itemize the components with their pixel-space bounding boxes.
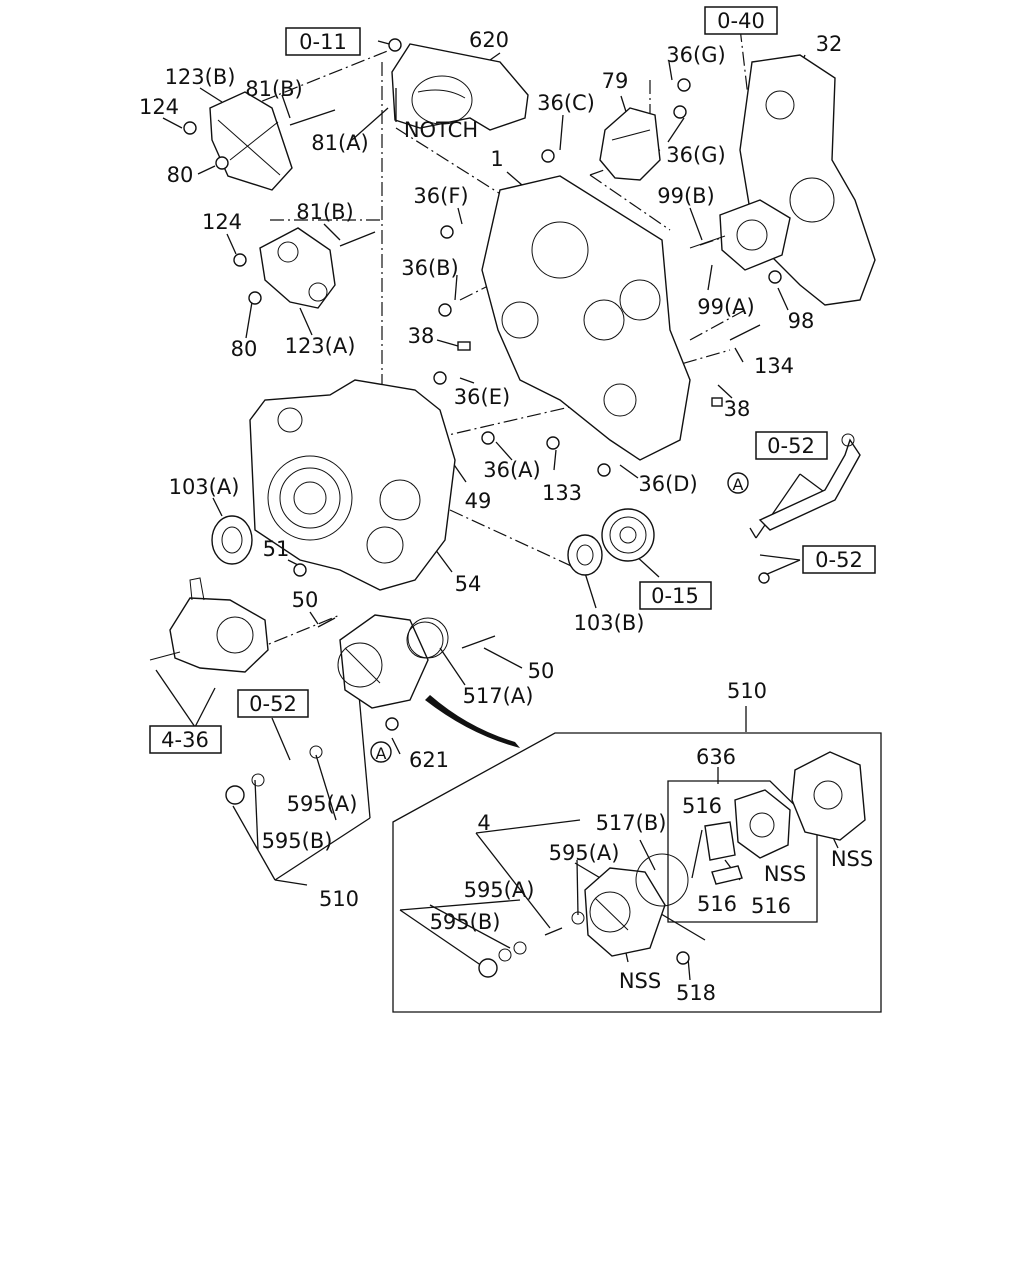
reference-boxes [149, 6, 876, 754]
part-label-134: 134 [754, 354, 794, 378]
oil-seal-103a [211, 515, 253, 565]
part-label-36b: 36(B) [401, 256, 459, 280]
part-label-36g-bottom: 36(G) [666, 143, 725, 167]
marker-a-bottom: A [376, 744, 387, 763]
inset-vanes-516 [704, 821, 743, 885]
marker-a-top: A [733, 475, 744, 494]
part-label-103b: 103(B) [574, 611, 645, 635]
gasket-32 [739, 54, 876, 306]
part-label-81a: 81(A) [311, 131, 368, 155]
ref-0-15-label: 0-15 [651, 584, 699, 608]
part-label-51: 51 [263, 537, 290, 561]
bracket-79 [599, 107, 661, 181]
part-label-36c: 36(C) [537, 91, 595, 115]
markers-a [370, 472, 749, 763]
part-label-518: 518 [676, 981, 716, 1005]
part-label-36f: 36(F) [413, 184, 468, 208]
part-label-79: 79 [602, 69, 629, 93]
part-label-510-bottom: 510 [319, 887, 359, 911]
part-label-32: 32 [816, 32, 843, 56]
ref-0-40-label: 0-40 [717, 9, 765, 33]
part-label-50-left: 50 [292, 588, 319, 612]
part-label-123a: 123(A) [285, 334, 356, 358]
small-fasteners [183, 38, 782, 978]
cover-123a [259, 227, 336, 309]
inset-cover-nss [791, 751, 866, 841]
part-number-labels: 620 32 79 36(G) 36(G) 36(C) 123(B) 81(B)… [139, 28, 873, 1005]
inset-pump-body [584, 853, 689, 957]
inset-boxes [392, 732, 882, 1013]
part-label-620: 620 [469, 28, 509, 52]
reference-box-labels: 0-11 0-40 0-52 0-52 0-15 4-36 0-52 [161, 9, 863, 752]
part-label-38-right: 38 [724, 397, 751, 421]
part-label-81b-top: 81(B) [245, 77, 303, 101]
oil-pump-99 [689, 199, 791, 271]
pipe-0-52 [758, 433, 861, 531]
ref-0-52-top-label: 0-52 [767, 434, 815, 458]
part-label-98: 98 [788, 309, 815, 333]
part-label-516-bottom-right: 516 [751, 894, 791, 918]
o-ring-517a [407, 617, 449, 659]
part-label-50-right: 50 [528, 659, 555, 683]
part-label-636: 636 [696, 745, 736, 769]
part-label-80-mid: 80 [231, 337, 258, 361]
part-label-595b-left: 595(B) [262, 829, 333, 853]
part-label-1: 1 [490, 147, 503, 171]
part-label-80-top: 80 [167, 163, 194, 187]
part-label-36d: 36(D) [638, 472, 697, 496]
gear-0-15 [601, 508, 655, 562]
front-cover-49 [249, 379, 456, 591]
leader-lines [155, 40, 839, 981]
part-label-124-mid: 124 [202, 210, 242, 234]
ref-4-36-label: 4-36 [161, 728, 209, 752]
part-label-99a: 99(A) [697, 295, 754, 319]
callout-wedge [425, 695, 520, 748]
part-label-124-top: 124 [139, 95, 179, 119]
part-label-36a: 36(A) [483, 458, 540, 482]
part-label-4: 4 [477, 811, 490, 835]
power-steering-pump-4-36 [149, 577, 269, 673]
part-label-516-top: 516 [682, 794, 722, 818]
part-label-103a: 103(A) [169, 475, 240, 499]
notch-label: NOTCH [404, 118, 478, 142]
part-label-517a: 517(A) [463, 684, 534, 708]
ref-0-52-right-label: 0-52 [815, 548, 863, 572]
part-label-517b: 517(B) [596, 811, 667, 835]
part-label-54: 54 [455, 572, 482, 596]
part-label-38-left: 38 [408, 324, 435, 348]
part-label-133: 133 [542, 481, 582, 505]
part-label-595a-inset-1: 595(A) [549, 841, 620, 865]
part-label-81b-mid: 81(B) [296, 200, 354, 224]
part-label-595b-inset: 595(B) [430, 910, 501, 934]
part-label-516-bottom-left: 516 [697, 892, 737, 916]
part-label-36e: 36(E) [454, 385, 510, 409]
part-label-595a-left: 595(A) [287, 792, 358, 816]
nss-label-right: NSS [831, 847, 873, 871]
inset-rotor-nss [734, 789, 791, 859]
timing-case-1 [481, 175, 691, 461]
vacuum-pump-510 [337, 614, 444, 709]
ref-0-11-label: 0-11 [299, 30, 347, 54]
part-label-36g-top: 36(G) [666, 43, 725, 67]
part-label-510-top: 510 [727, 679, 767, 703]
part-label-123b: 123(B) [165, 65, 236, 89]
part-label-49: 49 [465, 489, 492, 513]
nss-label-bottom: NSS [619, 969, 661, 993]
cover-123b [209, 91, 293, 191]
part-label-99b: 99(B) [657, 184, 715, 208]
nss-label-box: NSS [764, 862, 806, 886]
ref-0-52-left-label: 0-52 [249, 692, 297, 716]
part-label-621: 621 [409, 748, 449, 772]
part-label-595a-inset-2: 595(A) [464, 878, 535, 902]
oil-seal-103b [567, 534, 603, 576]
gasket-620 [391, 43, 529, 131]
marker-labels: A A [376, 475, 744, 763]
